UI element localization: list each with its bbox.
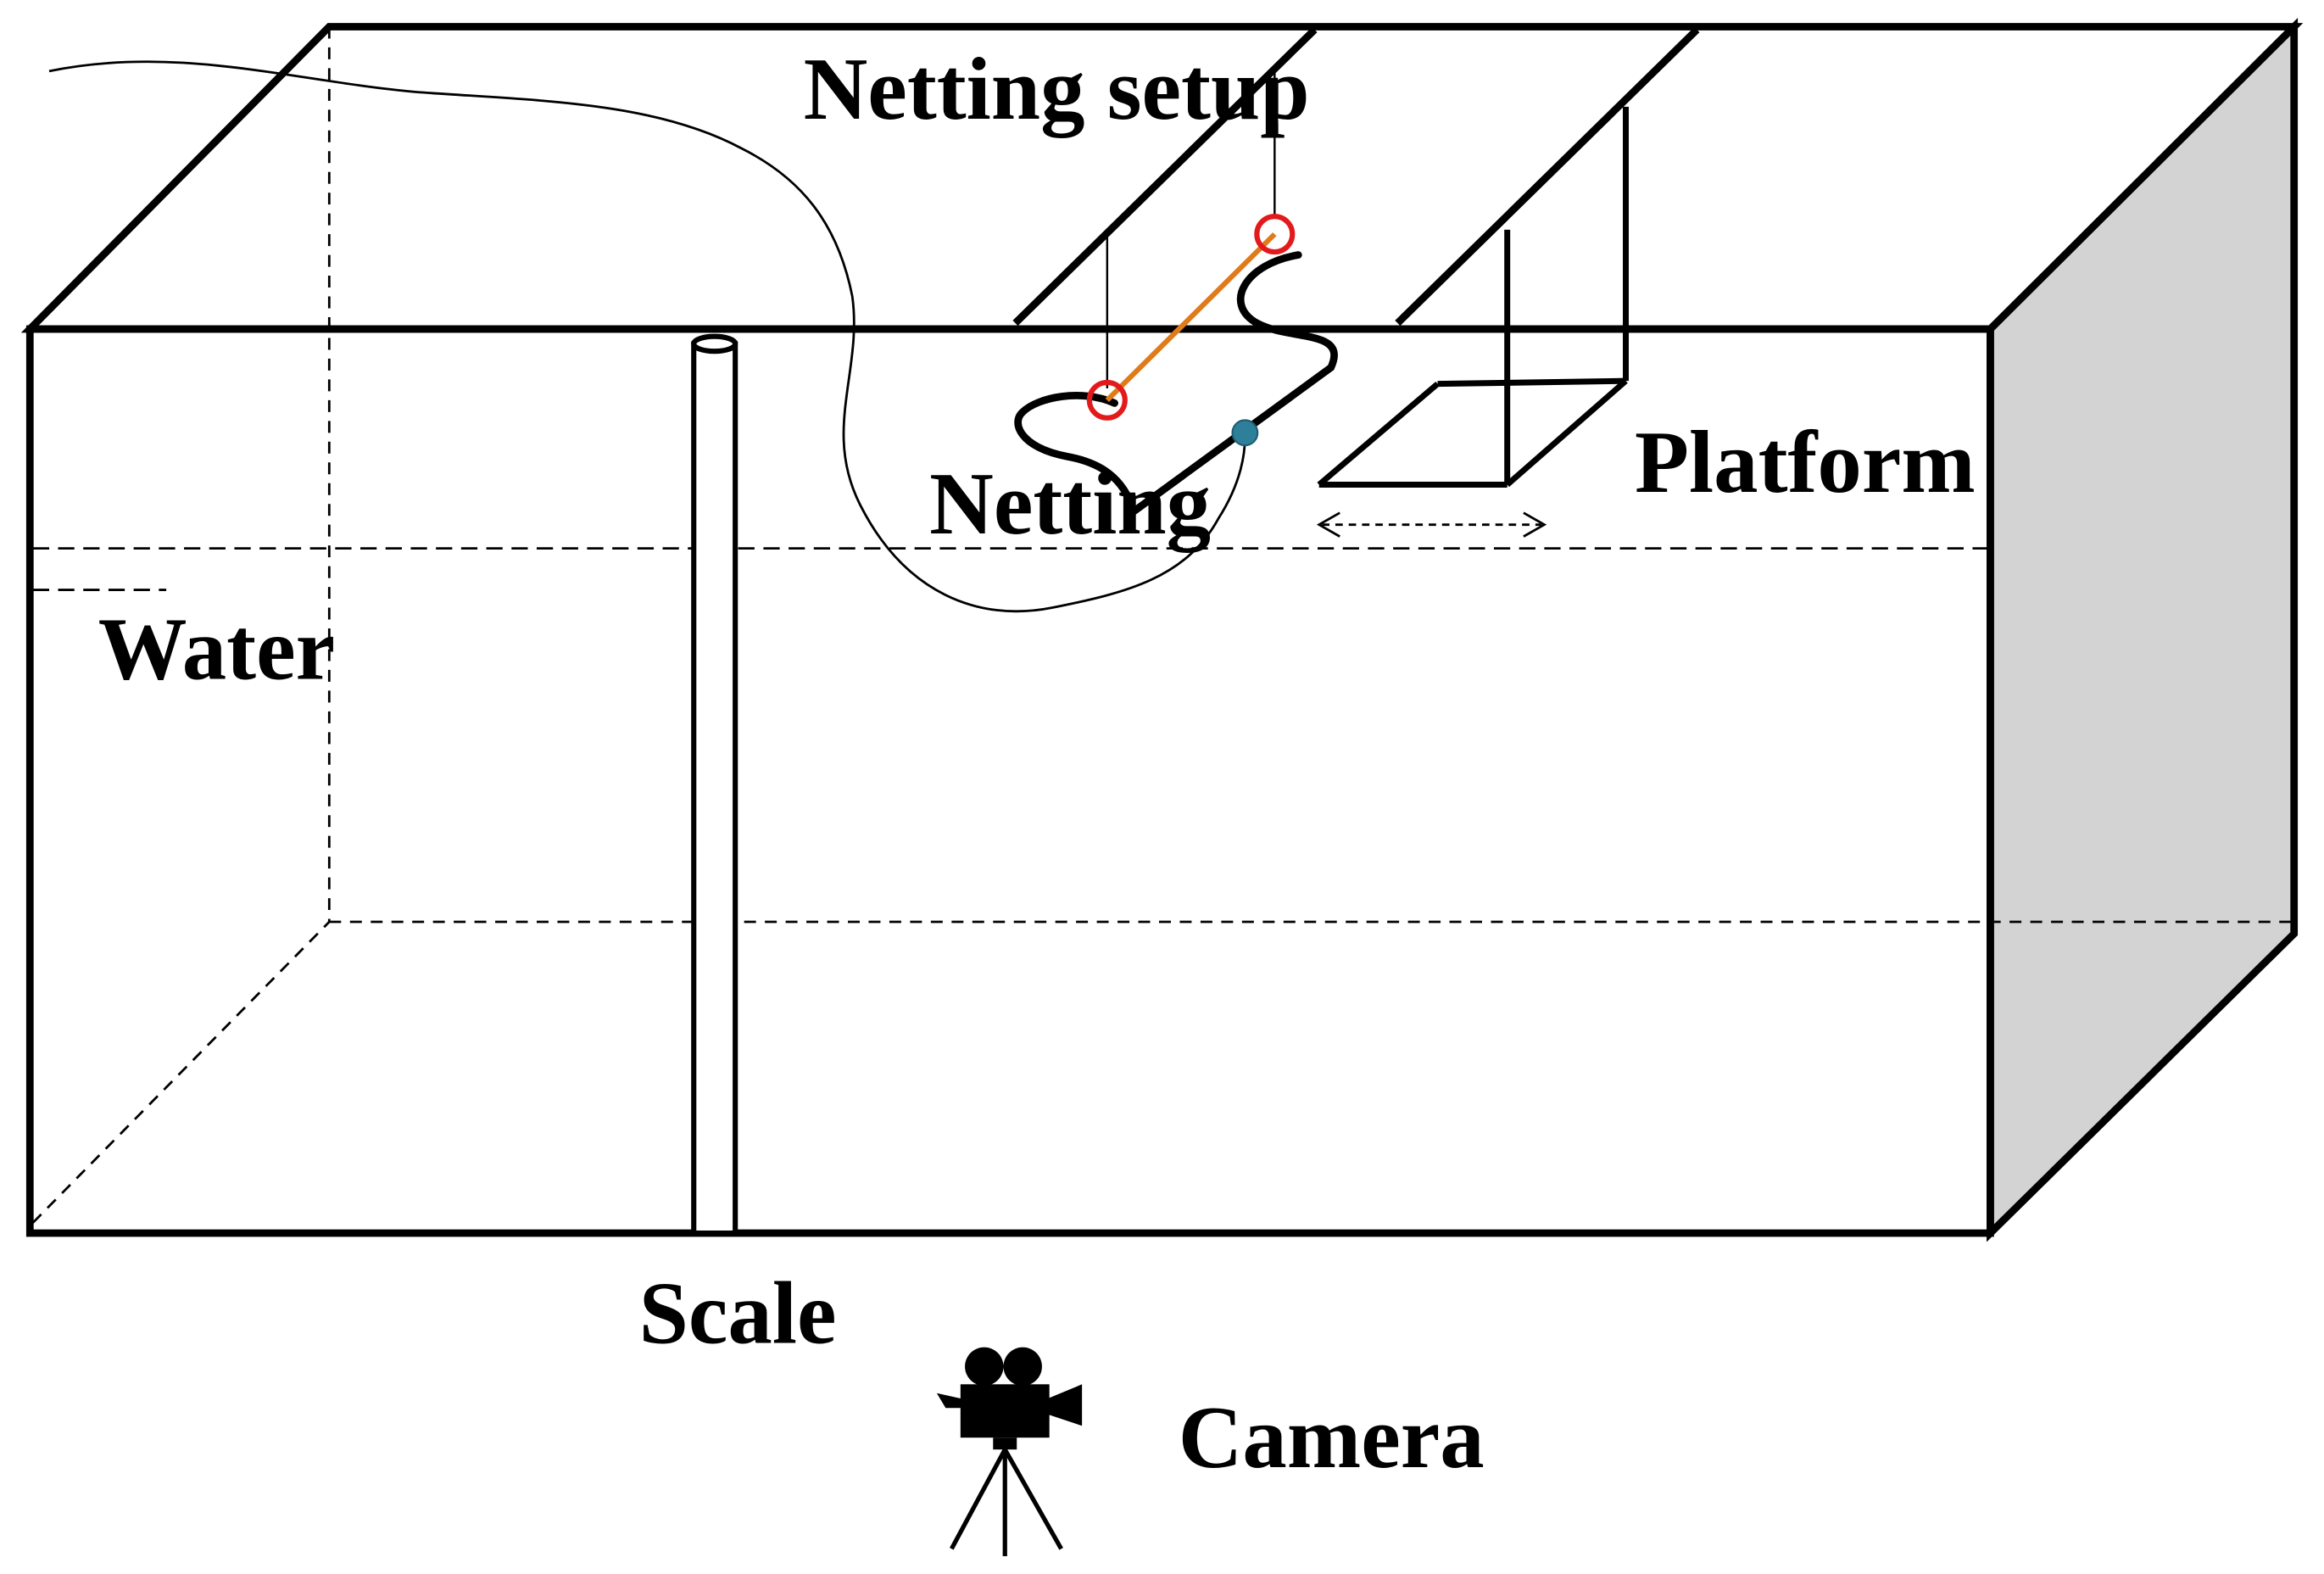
label-netting: Netting — [929, 455, 1211, 553]
attachment-ring-upper — [1254, 214, 1296, 255]
sensor-dot — [1231, 419, 1259, 447]
attachment-ring-lower — [1086, 379, 1128, 421]
water-level — [32, 547, 1991, 591]
scale-rod — [691, 333, 738, 1236]
tank — [20, 17, 2304, 1242]
label-platform: Platform — [1635, 413, 1976, 511]
label-scale: Scale — [639, 1264, 837, 1362]
rail-left — [1012, 26, 1318, 327]
rail-right — [1395, 26, 1700, 327]
platform-frame — [1317, 106, 1630, 488]
label-water: Water — [98, 600, 335, 698]
tank-side-face — [1987, 17, 2299, 1242]
tank-front-face — [25, 325, 1994, 1237]
platform-travel-arrow — [1316, 511, 1547, 538]
netting-panel — [1014, 251, 1338, 518]
tank-hidden-edges — [31, 26, 2294, 1224]
sensor-cable — [48, 60, 1246, 613]
connector-rod — [1105, 232, 1277, 403]
label-camera: Camera — [1179, 1388, 1485, 1487]
netting — [1014, 66, 1338, 518]
label-netting-setup: Netting setup — [804, 40, 1310, 138]
netting-setup-rails — [1012, 26, 1700, 327]
movie-camera-icon — [936, 1347, 1083, 1557]
